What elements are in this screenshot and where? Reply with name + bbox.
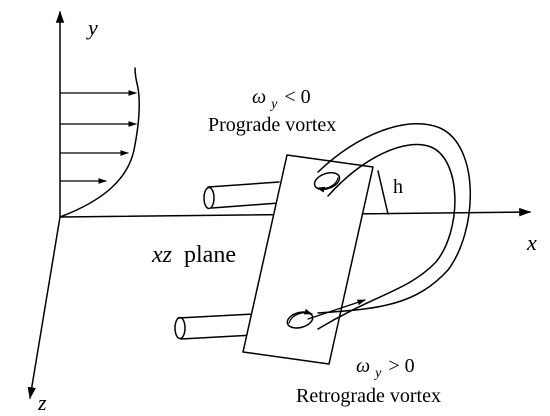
prograde-cross-section [313,171,341,191]
xz-plane [242,154,374,365]
xz-plane-label-xz: xz [151,242,173,268]
arch-outer [317,123,471,314]
retrograde-omega: ω y > 0 [356,355,415,382]
velocity-profile [59,67,140,218]
prograde-omega: ω y < 0 [252,86,311,113]
retrograde-rotation-arrow [288,308,313,324]
hairpin-vortex-back [174,181,280,340]
retrograde-omega-symbol: ω [356,355,370,377]
lower-leg-stub [177,313,255,340]
xz-plane-label: xz plane [151,242,236,268]
xz-plane-label-word: plane [184,242,236,268]
retrograde-label: Retrograde vortex [296,385,441,407]
upper-leg-end [203,186,215,210]
z-axis-label: z [37,390,47,415]
retrograde-omega-sub: y [373,366,382,381]
x-axis-label: x [526,230,537,255]
lower-leg-end [174,316,186,340]
prograde-label: Prograde vortex [208,114,336,136]
prograde-omega-sub: y [269,97,278,112]
prograde-omega-relation: < 0 [284,86,310,108]
retrograde-omega-relation: > 0 [388,355,414,377]
prograde-omega-symbol: ω [252,86,266,108]
height-marker [377,170,389,215]
y-axis-label: y [86,15,98,40]
profile-curve [59,67,140,218]
lower-leg-arrow [307,299,366,320]
arch-inner [317,143,456,330]
retrograde-cross-section [286,311,314,329]
upper-leg-stub [207,181,280,209]
hairpin-vortex-arch [307,123,471,330]
height-label: h [393,176,403,198]
prograde-rotation-arrow [316,177,339,193]
z-axis [27,216,61,400]
retrograde-section [286,308,314,329]
prograde-section [313,171,341,193]
height-line [377,170,389,215]
